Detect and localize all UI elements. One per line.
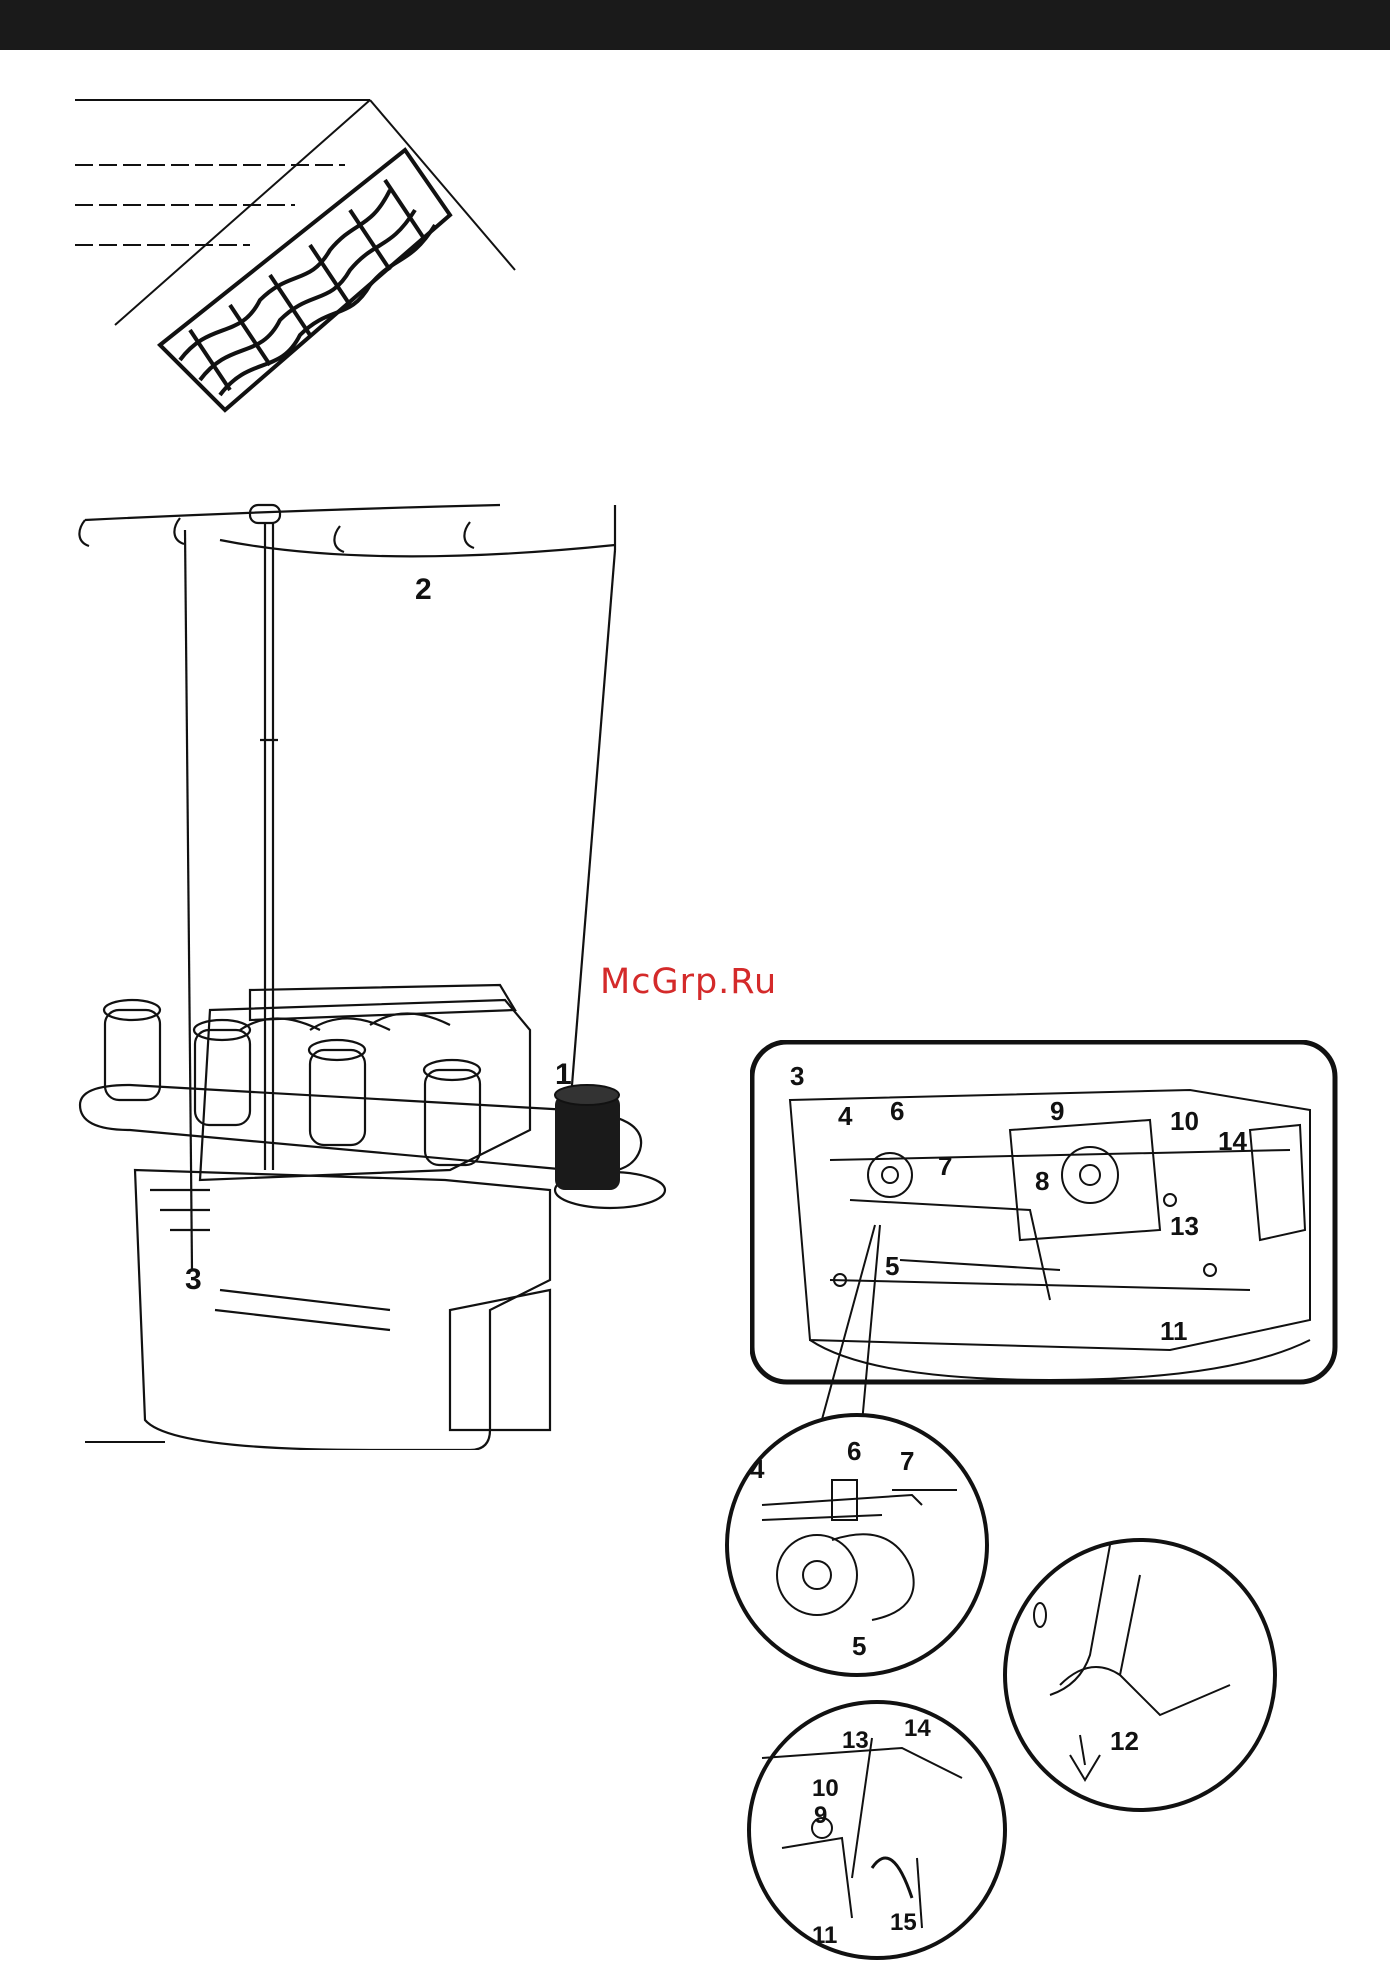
tension-label: 4 (750, 1454, 765, 1484)
zoom-looper: 12 (1000, 1535, 1280, 1815)
lower-label: 9 (814, 1802, 827, 1829)
zoom-lower: 13 14 10 9 11 15 (742, 1698, 1012, 1963)
detail-label: 4 (838, 1101, 853, 1131)
detail-label: 8 (1035, 1166, 1049, 1196)
looper-label: 12 (1110, 1726, 1139, 1756)
tension-label: 5 (852, 1631, 866, 1661)
watermark: McGrp.Ru (600, 962, 777, 1002)
zoom-tension: 4 6 7 5 (722, 1410, 992, 1680)
detail-label: 3 (790, 1061, 804, 1091)
machine-with-thread-stand (70, 490, 670, 1450)
label-guide: 3 (185, 1265, 202, 1295)
label-antenna: 2 (415, 575, 432, 605)
lower-label: 15 (890, 1909, 917, 1936)
label-spool: 1 (555, 1060, 572, 1090)
detail-label: 13 (1170, 1211, 1199, 1241)
detail-label: 9 (1050, 1096, 1064, 1126)
detail-label: 6 (890, 1096, 904, 1126)
lower-label: 13 (842, 1727, 869, 1754)
tension-label: 7 (900, 1446, 914, 1476)
lower-label: 14 (904, 1715, 931, 1742)
small-rule (85, 1440, 165, 1444)
detail-label: 7 (938, 1151, 952, 1181)
detail-label: 14 (1218, 1126, 1247, 1156)
stitch-illustration (70, 90, 530, 430)
tension-label: 6 (847, 1436, 861, 1466)
lower-label: 10 (812, 1775, 839, 1802)
header-bar (0, 0, 1390, 50)
detail-label: 10 (1170, 1106, 1199, 1136)
lower-label: 11 (812, 1922, 837, 1949)
detail-label: 11 (1160, 1316, 1188, 1346)
